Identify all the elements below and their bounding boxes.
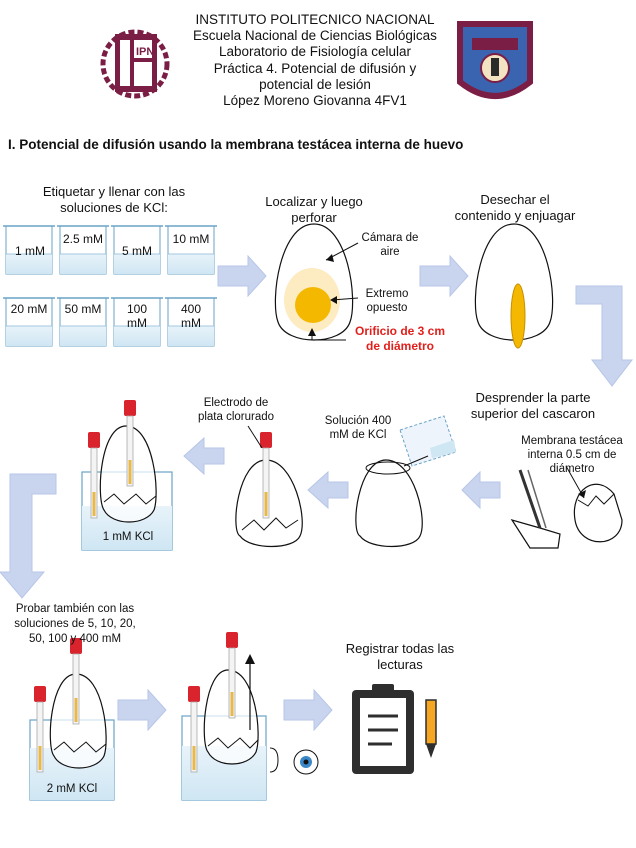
beaker-1mm (81, 399, 173, 551)
header-line-school: Escuela Nacional de Ciencias Biológicas (193, 28, 437, 44)
step1-label-line2: soluciones de KCl: (60, 200, 168, 215)
step9-label: Registrar todas las lecturas (330, 641, 470, 673)
step8-label-line3: 50, 100 y 400 mM (28, 633, 122, 645)
membrane-line3: diámetro (549, 463, 595, 475)
egg-locate (274, 223, 359, 341)
step4-label-line2: superior del cascaron (470, 406, 596, 421)
opposite-end-label: Extremo opuesto (352, 287, 422, 315)
flow-arrows (0, 254, 634, 732)
step4-label: Desprender la parte superior del cascaro… (458, 390, 608, 422)
hole-line2: de diámetro (365, 339, 434, 353)
beaker-2mm (29, 637, 115, 801)
beaker-label-1: 1 mM (15, 244, 45, 258)
egg-empty (474, 223, 554, 349)
beaker-1mm-label: 1 mM KCl (102, 531, 154, 543)
step3-label-line1: Desechar el (480, 192, 550, 207)
opposite-end-line1: Extremo (365, 288, 409, 300)
electrode-label: Electrodo de plata clorurado (186, 396, 286, 424)
beaker-label-2: 2.5 mM (63, 232, 104, 246)
air-chamber-line1: Cámara de (361, 232, 419, 244)
beaker-2mm-label: 2 mM KCl (46, 783, 98, 795)
egg-electrode (235, 425, 303, 547)
svg-text:IPN: IPN (136, 46, 154, 58)
header-line-lab: Laboratorio de Fisiología celular (218, 44, 412, 60)
step8-label-line1: Probar también con las (15, 603, 135, 615)
header-line-practice-cont: potencial de lesión (259, 76, 371, 92)
beaker-label-3: 5 mM (122, 244, 152, 258)
solution-line2: mM de KCl (329, 429, 387, 441)
step3-label-line2: contenido y enjuagar (454, 208, 576, 223)
egg-cracked (510, 465, 623, 549)
header: INSTITUTO POLITECNICO NACIONAL Escuela N… (150, 12, 480, 109)
step9-label-line2: lecturas (377, 657, 423, 672)
step1-label-line1: Etiquetar y llenar con las (42, 184, 186, 199)
step8-label: Probar también con las soluciones de 5, … (2, 602, 148, 647)
beaker-label-7: 100 mM (126, 302, 148, 330)
step4-label-line1: Desprender la parte (475, 390, 591, 405)
step9-label-line1: Registrar todas las (345, 641, 455, 656)
step2-label: Localizar y luego perforar (244, 194, 384, 226)
air-chamber-label: Cámara de aire (352, 231, 428, 259)
step3-label: Desechar el contenido y enjuagar (440, 192, 590, 224)
egg-solution (355, 415, 457, 547)
step8-label-line2: soluciones de 5, 10, 20, (14, 618, 136, 630)
header-line-author: López Moreno Giovanna 4FV1 (223, 93, 407, 109)
beaker-measure (181, 631, 319, 801)
opposite-end-line2: opuesto (366, 302, 408, 314)
membrane-line1: Membrana testácea (521, 435, 623, 447)
hole-label: Orificio de 3 cm de diámetro (344, 324, 456, 354)
step2-label-line1: Localizar y luego (265, 194, 363, 209)
electrode-line1: Electrodo de (203, 397, 269, 409)
beaker-label-5: 20 mM (10, 302, 48, 316)
air-chamber-line2: aire (380, 246, 400, 258)
step2-label-line2: perforar (291, 210, 337, 225)
beaker-label-6: 50 mM (64, 302, 102, 316)
beaker-label-4: 10 mM (172, 232, 210, 246)
membrane-line2: interna 0.5 cm de (527, 449, 617, 461)
step1-label: Etiquetar y llenar con las soluciones de… (14, 184, 214, 216)
solution-label: Solución 400 mM de KCl (312, 414, 404, 442)
header-line-practice: Práctica 4. Potencial de difusión y (213, 60, 417, 76)
hole-line1: Orificio de 3 cm (354, 324, 446, 338)
pen-icon (425, 699, 437, 758)
section-title: I. Potencial de difusión usando la membr… (8, 137, 464, 152)
electrode-line2: plata clorurado (197, 411, 275, 423)
clipboard-icon (352, 684, 414, 774)
membrane-label: Membrana testácea interna 0.5 cm de diám… (510, 434, 634, 476)
solution-line1: Solución 400 (324, 415, 392, 427)
beaker-label-8: 400 mM (180, 302, 202, 330)
ipn-logo: IPN (100, 29, 170, 99)
header-line-institution: INSTITUTO POLITECNICO NACIONAL (195, 12, 435, 27)
encb-logo (457, 21, 533, 99)
